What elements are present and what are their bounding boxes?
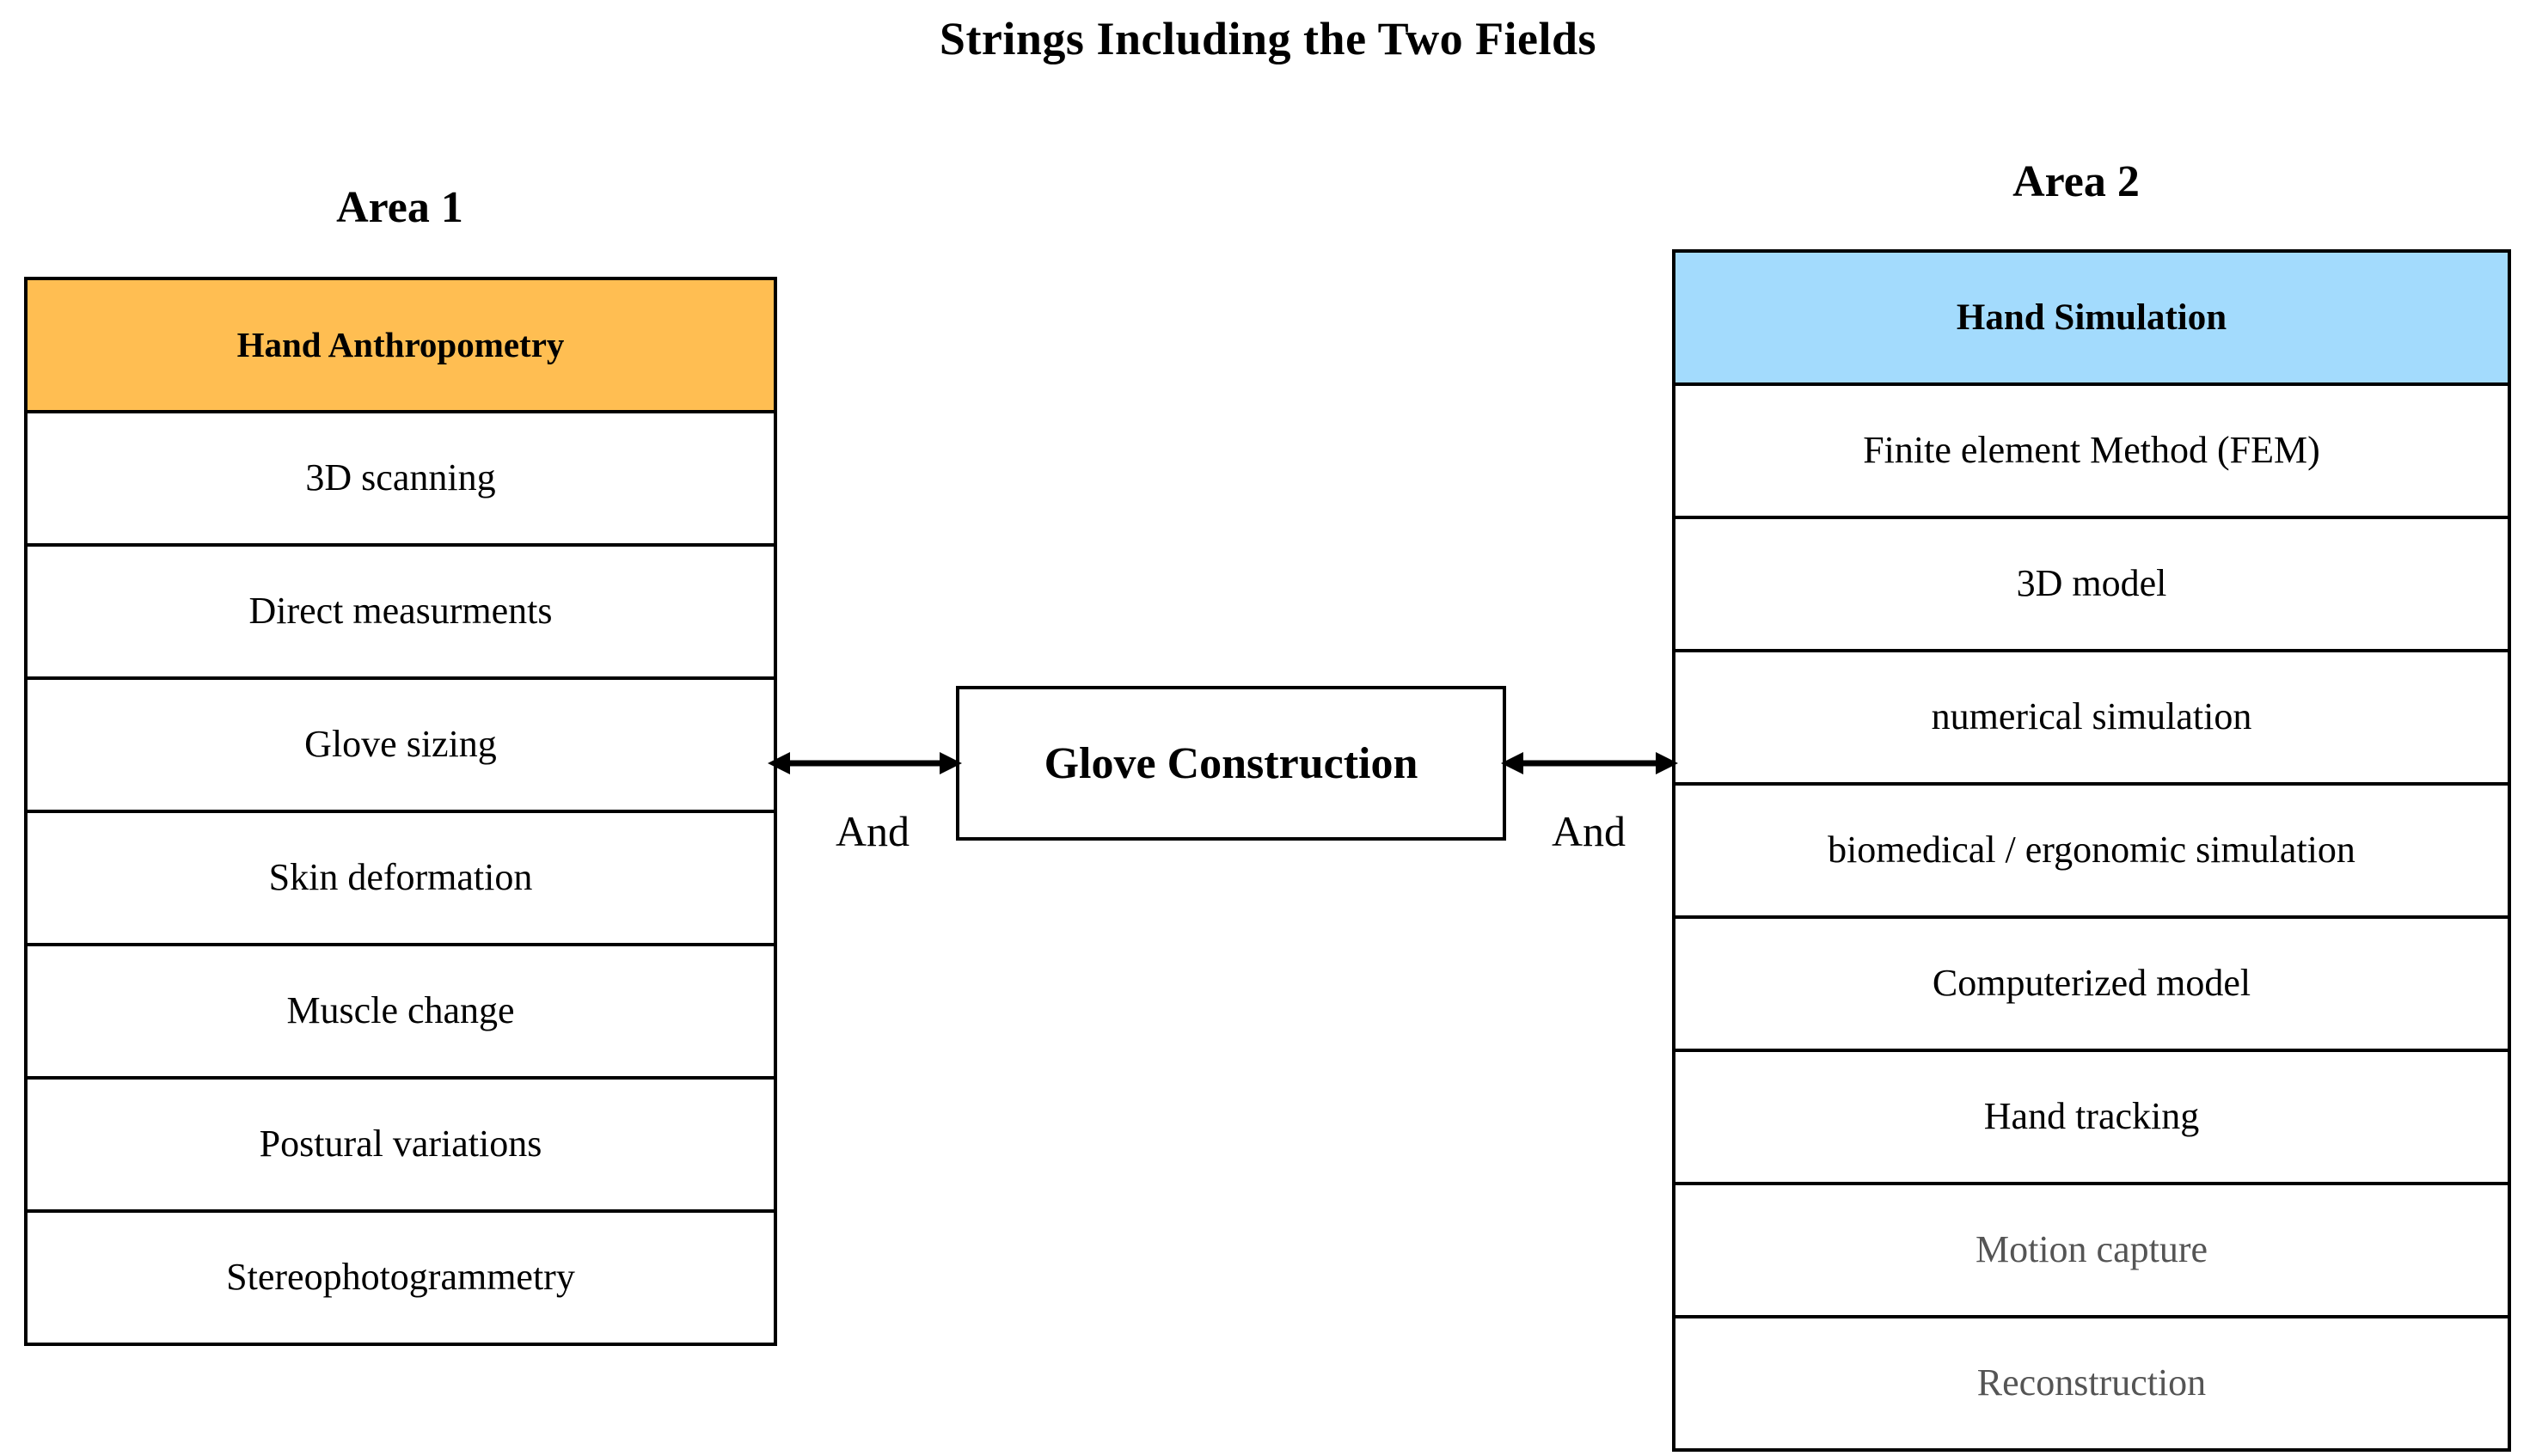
area-1-header-cell: Hand Anthropometry	[28, 280, 774, 413]
page-title: Strings Including the Two Fields	[939, 13, 1597, 64]
area-1-item-1: Direct measurments	[28, 547, 774, 680]
area-2-item-1: 3D model	[1675, 519, 2508, 652]
area-2-label: Area 2	[2012, 157, 2140, 206]
area-1-item-0: 3D scanning	[28, 413, 774, 547]
double-headed-arrow-icon-left	[768, 752, 962, 774]
operator-and-right: And	[1551, 807, 1626, 855]
area-1-item-3: Skin deformation	[28, 813, 774, 946]
area-2-item-0: Finite element Method (FEM)	[1675, 386, 2508, 519]
operator-and-left: And	[835, 807, 910, 855]
area-2-header-cell: Hand Simulation	[1675, 253, 2508, 386]
area-2-item-5: Hand tracking	[1675, 1052, 2508, 1185]
area-1-term-list: Hand Anthropometry 3D scanning Direct me…	[24, 277, 777, 1346]
area-1-item-2: Glove sizing	[28, 680, 774, 813]
area-1-item-6: Stereophotogrammetry	[28, 1213, 774, 1346]
area-2-term-list: Hand Simulation Finite element Method (F…	[1672, 249, 2511, 1452]
area-2-item-6: Motion capture	[1675, 1185, 2508, 1318]
area-1-item-4: Muscle change	[28, 946, 774, 1080]
area-1-label: Area 1	[336, 183, 463, 232]
area-2-item-2: numerical simulation	[1675, 652, 2508, 786]
area-2-item-4: Computerized model	[1675, 919, 2508, 1052]
glove-construction-box: Glove Construction	[956, 686, 1506, 841]
area-1-item-5: Postural variations	[28, 1080, 774, 1213]
double-headed-arrow-icon-right	[1501, 752, 1678, 774]
area-2-item-7: Reconstruction	[1675, 1318, 2508, 1452]
area-2-item-3: biomedical / ergonomic simulation	[1675, 786, 2508, 919]
glove-construction-label: Glove Construction	[1044, 738, 1418, 788]
